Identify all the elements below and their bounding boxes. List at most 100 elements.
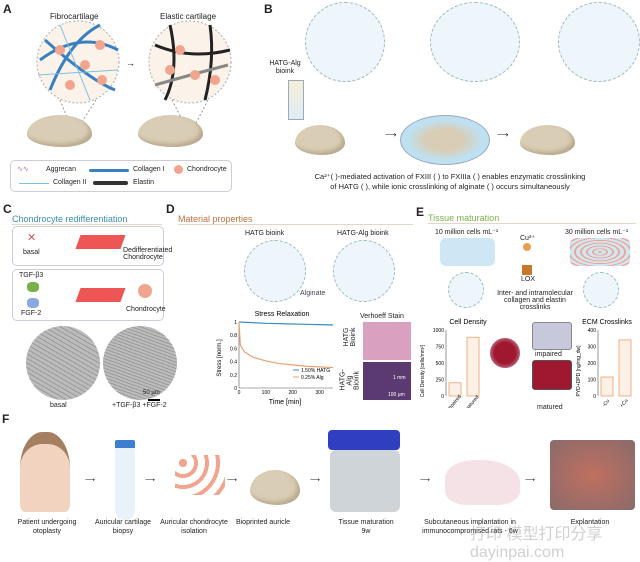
ecm-crosslinks-chart: ECM Crosslinks PYD+DPD [ng/mg_dw] 010020… xyxy=(576,319,632,408)
chart-title: ECM Crosslinks xyxy=(582,319,632,326)
treated-micrograph xyxy=(103,326,177,400)
watermark: 打印 模型打印分享 dayinpai.com xyxy=(470,526,603,561)
y-tick-label: 1000 xyxy=(433,328,444,334)
basal-photo-label: basal xyxy=(50,402,67,409)
ear-model-left xyxy=(27,115,92,147)
f-step-label: Patient undergoing xyxy=(17,519,77,526)
panel-a-label: A xyxy=(3,2,12,16)
cartilage-illustration: → xyxy=(36,20,232,126)
panel-b-label: B xyxy=(264,2,273,16)
jar-lid xyxy=(328,430,400,450)
y-tick-label: 400 xyxy=(588,328,597,334)
explant-section xyxy=(490,338,520,368)
y-tick-label: 300 xyxy=(588,345,597,351)
b-caption-line2: of HATG ( ), while ionic crosslinking of… xyxy=(330,182,570,191)
f-step-label: Subcutaneous implantation in xyxy=(424,519,516,526)
bioprinted-auricle xyxy=(250,470,300,505)
elastic-cartilage-title: Elastic cartilage xyxy=(160,12,217,21)
f-step-label: Auricular chondrocyte xyxy=(160,519,228,526)
bioink-label: HATG-Alg bioink xyxy=(269,60,301,75)
y-axis-label: Cell Density [cells/mm²] xyxy=(420,344,426,397)
arrow-icon: ⟶ xyxy=(227,477,238,484)
right-density-label: 30 million cells mL⁻¹ xyxy=(565,229,629,236)
bar xyxy=(466,336,480,397)
y-axis-label: Stress [norm.] xyxy=(217,339,223,377)
crosslink-text: Inter- and intramolecular collagen and e… xyxy=(497,290,573,311)
series-line-0 xyxy=(238,321,334,326)
treated-photo-label: +TGF-β3 +FGF-2 xyxy=(112,402,167,409)
copper-label: Cu²⁺ xyxy=(520,235,535,242)
stain-scale-bar: 100 µm xyxy=(388,392,405,398)
construct-high-density xyxy=(570,238,630,266)
basal-label: basal xyxy=(23,249,40,256)
left-density-label: 10 million cells mL⁻¹ xyxy=(435,229,499,236)
low-crosslink-network xyxy=(448,272,484,308)
isolated-cells-icon xyxy=(175,455,225,495)
series-line-1 xyxy=(238,321,334,369)
construct-low-density xyxy=(440,238,495,266)
c-scale-bar-label: 50 µm xyxy=(143,390,160,396)
x-tick-label: 0 xyxy=(238,390,241,396)
legend-aggrecan: Aggrecan xyxy=(46,166,76,173)
f-step-label: otoplasty xyxy=(32,528,62,535)
y-tick-label: 0 xyxy=(441,394,444,400)
y-tick-label: 0 xyxy=(593,394,596,400)
hatg-alg-network-circle xyxy=(333,240,395,302)
panel-e-label: E xyxy=(416,205,425,219)
legend-label: 0.25% Alg xyxy=(301,375,324,381)
f-step-label: Tissue maturation xyxy=(338,519,394,526)
ear-model-right xyxy=(138,115,203,147)
b-ear-crosslinked xyxy=(520,125,575,155)
f-step-label: Explantation xyxy=(570,519,610,526)
lox-icon xyxy=(522,265,532,275)
c-title: Chondrocyte redifferentiation xyxy=(12,214,162,225)
stress-relaxation-chart: Stress Relaxation Stress [norm.] Time [m… xyxy=(217,311,334,406)
b-caption-line1: Ca²⁺( )-mediated activation of FXIII ( )… xyxy=(314,172,586,181)
arrow-icon: ⟶ xyxy=(310,477,321,484)
panel-f-label: F xyxy=(2,412,10,426)
verhoeff-title: Verhoeff Stain xyxy=(360,313,404,320)
x-tick-label: 300 xyxy=(315,390,324,396)
impaired-label: impaired xyxy=(535,351,562,358)
patient-illustration xyxy=(20,432,70,512)
e-title: Tissue maturation xyxy=(428,213,636,224)
syringe-icon xyxy=(288,80,304,120)
c-factors-box: TGF-β3 FGF-2 Chondrocyte xyxy=(12,269,166,321)
y-tick-label: 0.6 xyxy=(230,346,237,352)
arrow-icon: ⟶ xyxy=(497,130,509,139)
aggrecan-icon: ∿∿ xyxy=(17,166,29,173)
basal-micrograph xyxy=(26,326,100,400)
arrow-icon: ⟶ xyxy=(420,477,431,484)
legend-elastin: Elastin xyxy=(133,179,155,186)
y-axis-label: PYD+DPD [ng/mg_dw] xyxy=(576,345,582,397)
chondrocyte-icon xyxy=(138,284,152,298)
high-crosslink-network xyxy=(583,272,619,308)
arrow-icon: ⟶ xyxy=(525,477,536,484)
dedifferentiated-label: Dedifferentiated Chondrocyte xyxy=(123,247,173,261)
legend-collagen1: Collagen I xyxy=(133,166,165,173)
stain-inset-scale-label: 1 mm xyxy=(393,375,406,381)
y-tick-label: 750 xyxy=(436,345,445,351)
culture-flask-icon xyxy=(75,235,126,249)
x-tick-label: +Cu xyxy=(619,398,630,408)
copper-icon xyxy=(523,243,531,251)
scale-bar-line xyxy=(148,399,160,401)
collagen1-icon xyxy=(89,169,129,172)
chart-title: Stress Relaxation xyxy=(255,311,310,318)
hatg-network-circle xyxy=(244,240,306,302)
d-title: Material properties xyxy=(178,214,413,225)
culture-flask-icon xyxy=(75,288,126,302)
y-tick-label: 250 xyxy=(436,378,445,384)
f-step-label: immunocompromised rats - 6w xyxy=(422,528,518,535)
elastin-icon xyxy=(93,181,128,185)
arrow-icon: ⟶ xyxy=(85,477,96,484)
y-tick-label: 200 xyxy=(588,361,597,367)
stain-image-hatg xyxy=(363,322,411,360)
x-tick-label: -Cu xyxy=(601,398,611,408)
y-tick-label: 0.2 xyxy=(230,373,237,379)
explant-photo xyxy=(550,440,635,510)
legend-chondrocyte: Chondrocyte xyxy=(187,166,227,173)
f-step-label: Bioprinted auricle xyxy=(235,519,291,526)
f-step-label: isolation xyxy=(181,528,207,535)
tgf-label: TGF-β3 xyxy=(19,272,44,279)
